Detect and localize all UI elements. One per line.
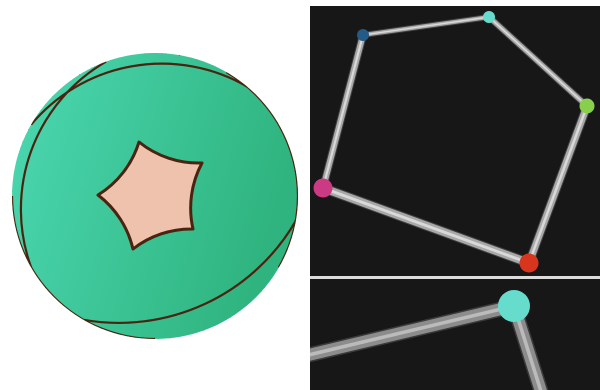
geodesic-rim-fine (135, 338, 152, 347)
graph-edges (323, 17, 587, 263)
edge-highlight (529, 106, 587, 263)
edge-highlight (323, 188, 529, 263)
geodesic-rim-edge (6, 183, 13, 196)
geodesic-rim-fine (298, 189, 307, 207)
geodesic-rim-edge (298, 183, 305, 196)
edge-highlight (489, 17, 587, 106)
zoom-vertex-top[interactable] (498, 290, 530, 322)
geodesic-rim-edge (142, 47, 155, 54)
vertex-left[interactable] (314, 179, 333, 198)
vertex-top[interactable] (483, 11, 495, 23)
geodesic-rim (296, 171, 310, 206)
geodesic-rim (135, 338, 170, 353)
geodesic-rim-edge (155, 47, 168, 54)
geodesic-rim-edge (155, 339, 168, 346)
vertex-bottom[interactable] (520, 254, 539, 273)
zoom-vertices (498, 290, 530, 322)
vertex-top-left[interactable] (357, 29, 369, 41)
geodesic-rim-fine (4, 191, 13, 209)
poincare-disk-panel (0, 0, 310, 390)
geodesic-rim-edge (298, 196, 304, 209)
graph-view-bottom[interactable] (310, 279, 600, 390)
poincare-disk[interactable] (0, 0, 310, 390)
geodesic-rim-edge (6, 196, 12, 209)
geodesic-rim (145, 39, 180, 55)
geodesic-rim-edge (142, 339, 155, 346)
edge-highlight (323, 35, 363, 188)
graph-view-top[interactable] (310, 6, 600, 276)
vertex-right[interactable] (580, 99, 595, 114)
edge-highlight (363, 17, 489, 35)
